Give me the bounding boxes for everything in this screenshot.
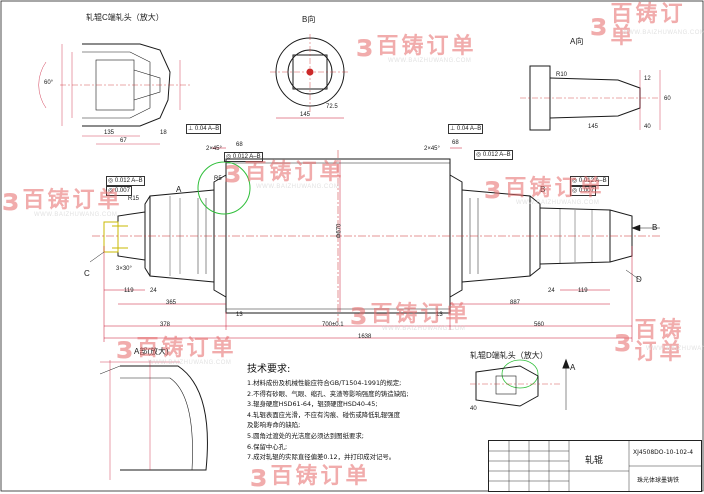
tolerance-frame: ◎ 0.012 A–B bbox=[474, 150, 513, 160]
dim-119: 119 bbox=[124, 288, 134, 294]
dim-r5: R5 bbox=[214, 176, 222, 182]
b-view-width: 145 bbox=[300, 112, 311, 118]
tolerance-frame: ⊥ 0.04 A–B bbox=[186, 124, 222, 134]
dim-r15: R15 bbox=[128, 196, 140, 202]
dim-13b: 13 bbox=[436, 312, 443, 318]
drawing-number: XJ4508DO-10-102-4 bbox=[633, 449, 694, 456]
dimension-lines bbox=[103, 147, 633, 342]
a-view bbox=[520, 65, 661, 131]
dim-68: 68 bbox=[236, 142, 243, 148]
a-view-width: 145 bbox=[588, 124, 599, 130]
section-c-marker: C bbox=[84, 269, 90, 278]
c-end-label: 轧辊C端轧头（放大） bbox=[86, 13, 164, 22]
tech-line: 7.成对轧辊的实际直径偏差0.12，并打印成对记号。 bbox=[247, 453, 396, 462]
tech-line: 6.保留中心孔; bbox=[247, 442, 288, 451]
title-block: 轧辊 XJ4508DO-10-102-4 珠光体球墨铸铁 bbox=[488, 440, 702, 492]
b-view-label: B向 bbox=[302, 15, 316, 24]
d-end-dim-a: 40 bbox=[470, 406, 477, 412]
section-d-marker: D bbox=[636, 275, 642, 284]
a-detail-label: A部(放大) bbox=[134, 347, 169, 356]
a-view-a: 40 bbox=[644, 124, 651, 130]
dim-right: 560 bbox=[534, 322, 545, 328]
title-block-grid bbox=[489, 441, 701, 491]
b-view-height: 72.5 bbox=[326, 104, 338, 110]
b-view bbox=[270, 34, 350, 119]
dim-887: 887 bbox=[510, 300, 521, 306]
dim-chamfer-b: 2×45° bbox=[424, 146, 440, 152]
c-end-dim-a: 135 bbox=[104, 130, 115, 136]
a-view-label: A向 bbox=[570, 37, 584, 46]
tech-line: 4.轧辊表面应光滑，不应有沟痕、碰伤或降低轧辊强度 bbox=[247, 410, 401, 419]
dim-13: 13 bbox=[236, 312, 243, 318]
part-name: 轧辊 bbox=[585, 456, 604, 466]
dim-119b: 119 bbox=[578, 288, 588, 294]
dim-left: 378 bbox=[160, 322, 171, 328]
tolerance-frame: ◎ 0.007 bbox=[570, 186, 596, 196]
c-end-dim-b: 67 bbox=[120, 138, 127, 144]
tolerance-frame: ◎ 0.012 A–B bbox=[570, 176, 609, 186]
dim-365: 365 bbox=[166, 300, 177, 306]
datum-a: A bbox=[176, 185, 182, 194]
dim-body-diameter: Φ670 bbox=[336, 223, 343, 239]
datum-b: B bbox=[540, 185, 546, 194]
tech-line: 2.不得有砂眼、气眼、缩孔、夹渣等影响强度的铸造缺陷; bbox=[247, 389, 409, 398]
a-view-t: 12 bbox=[644, 76, 651, 82]
dim-angle: 3×30° bbox=[116, 266, 132, 272]
tolerance-frame: ⊥ 0.04 A–B bbox=[448, 124, 484, 134]
detail-circle-a bbox=[197, 161, 251, 215]
material: 珠光体球墨铸铁 bbox=[637, 477, 680, 484]
a-detail bbox=[99, 360, 208, 480]
d-end-label: 轧辊D端轧头（放大） bbox=[470, 351, 548, 360]
d-end-detail bbox=[470, 358, 570, 410]
dim-24: 24 bbox=[150, 288, 157, 294]
dim-chamfer: 2×45° bbox=[206, 146, 222, 152]
tech-line: 1.材料成份及机械性能应符合GB/T1504-1991的规定; bbox=[247, 379, 402, 387]
technical-requirements: 技术要求: 1.材料成份及机械性能应符合GB/T1504-1991的规定; 2.… bbox=[247, 360, 477, 463]
dim-24b: 24 bbox=[548, 288, 555, 294]
c-end-dim-d: 18 bbox=[160, 130, 167, 136]
view-a-arrow: A bbox=[570, 363, 576, 372]
dim-overall: 1638 bbox=[358, 334, 372, 340]
a-view-radius: R10 bbox=[556, 72, 568, 78]
tolerance-frame: ◎ 0.012 A–B bbox=[106, 176, 145, 186]
tech-heading: 技术要求: bbox=[247, 364, 291, 375]
view-b-arrow: B bbox=[652, 223, 658, 232]
tolerance-frame: ◎ 0.012 A–B bbox=[224, 152, 263, 162]
tolerance-frame: ◎ 0.007 bbox=[106, 186, 132, 196]
c-end-angle: 60° bbox=[44, 80, 54, 86]
tech-line: 3.辊身硬度HSD61-64，辊颈硬度HSD40-45; bbox=[247, 400, 378, 409]
dim-body-length: 700±0.1 bbox=[322, 322, 344, 328]
c-end-detail bbox=[38, 43, 190, 145]
a-view-b: 60 bbox=[664, 96, 671, 102]
dim-68b: 68 bbox=[452, 140, 459, 146]
tech-line: 及影响寿命的缺陷; bbox=[247, 421, 301, 430]
tech-line: 5.圆角过渡处的光洁度必须达到图纸要求; bbox=[247, 431, 364, 440]
detail-circle-d bbox=[501, 359, 539, 389]
